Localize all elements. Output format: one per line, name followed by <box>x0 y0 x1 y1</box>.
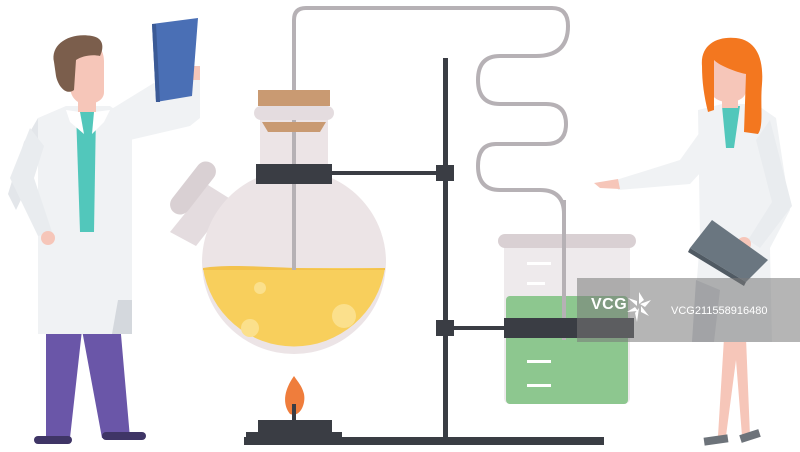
watermark-logo: VCG <box>591 296 628 313</box>
retort-stand <box>244 58 604 445</box>
burner <box>246 376 342 440</box>
round-flask <box>170 90 386 354</box>
watermark-flower-icon <box>627 292 651 322</box>
watermark-id: VCG211558916480 <box>671 305 768 317</box>
watermark: VCG VCG211558916480 <box>577 278 800 342</box>
tubing <box>292 6 571 254</box>
male-scientist <box>8 18 200 444</box>
